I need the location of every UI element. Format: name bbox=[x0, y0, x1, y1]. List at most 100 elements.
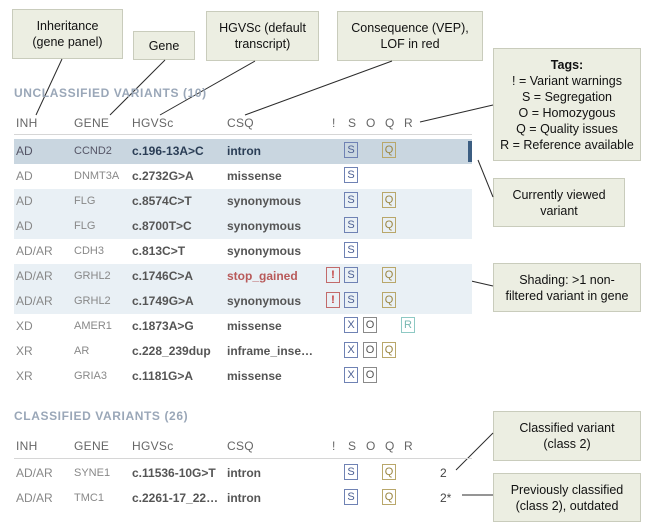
unclassified-section-title: UNCLASSIFIED VARIANTS (10) bbox=[14, 86, 207, 100]
col-header-hgvsc[interactable]: HGVSc bbox=[132, 439, 174, 453]
consequence-cell: intron bbox=[227, 144, 261, 158]
tag-s[interactable]: S bbox=[344, 167, 358, 183]
tag-q[interactable]: Q bbox=[382, 267, 396, 283]
col-header-reference[interactable]: R bbox=[404, 439, 413, 453]
tag-q[interactable]: Q bbox=[382, 217, 396, 233]
hgvsc-cell: c.813C>T bbox=[132, 244, 186, 258]
col-header-reference[interactable]: R bbox=[404, 116, 413, 130]
current-row-indicator bbox=[468, 141, 472, 162]
header-divider bbox=[14, 458, 472, 459]
gene-cell: GRHL2 bbox=[74, 270, 111, 282]
gene-cell: SYNE1 bbox=[74, 467, 111, 479]
hgvsc-cell: c.1746C>A bbox=[132, 269, 194, 283]
col-header-csq[interactable]: CSQ bbox=[227, 116, 254, 130]
tag-q[interactable]: Q bbox=[382, 292, 396, 308]
col-header-quality[interactable]: Q bbox=[385, 439, 395, 453]
header-divider bbox=[14, 134, 472, 135]
callout-consequence: Consequence (VEP),LOF in red bbox=[337, 11, 483, 61]
col-header-gene[interactable]: GENE bbox=[74, 439, 110, 453]
tag-x[interactable]: X bbox=[344, 342, 358, 358]
col-header-inh[interactable]: INH bbox=[16, 439, 38, 453]
inheritance-cell: AD/AR bbox=[16, 491, 53, 505]
consequence-cell: synonymous bbox=[227, 194, 302, 208]
tag-q[interactable]: Q bbox=[382, 192, 396, 208]
callout-outdated: Previously classified(class 2), outdated bbox=[493, 473, 641, 522]
tag-warning[interactable]: ! bbox=[326, 292, 340, 308]
inheritance-cell: AD bbox=[16, 169, 33, 183]
hgvsc-cell: c.196-13A>C bbox=[132, 144, 204, 158]
gene-cell: FLG bbox=[74, 220, 96, 232]
class-cell: 2* bbox=[440, 491, 452, 505]
col-header-csq[interactable]: CSQ bbox=[227, 439, 254, 453]
inheritance-cell: XD bbox=[16, 319, 33, 333]
col-header-homozygous[interactable]: O bbox=[366, 116, 376, 130]
tag-x[interactable]: X bbox=[344, 317, 358, 333]
inheritance-cell: XR bbox=[16, 369, 33, 383]
tag-o[interactable]: O bbox=[363, 342, 377, 358]
variant-row[interactable]: AD/AR TMC1 c.2261-17_22… intron S Q 2* bbox=[14, 486, 472, 511]
tag-s[interactable]: S bbox=[344, 142, 358, 158]
col-header-warnings[interactable]: ! bbox=[332, 439, 336, 453]
tag-x[interactable]: X bbox=[344, 367, 358, 383]
inheritance-cell: AD bbox=[16, 194, 33, 208]
gene-cell: AMER1 bbox=[74, 320, 112, 332]
inheritance-cell: AD/AR bbox=[16, 244, 53, 258]
consequence-cell: synonymous bbox=[227, 294, 302, 308]
tag-o[interactable]: O bbox=[363, 317, 377, 333]
tag-s[interactable]: S bbox=[344, 192, 358, 208]
inheritance-cell: AD/AR bbox=[16, 466, 53, 480]
hgvsc-cell: c.1181G>A bbox=[132, 369, 194, 383]
hgvsc-cell: c.1749G>A bbox=[132, 294, 194, 308]
tag-q[interactable]: Q bbox=[382, 342, 396, 358]
inheritance-cell: AD/AR bbox=[16, 294, 53, 308]
tag-s[interactable]: S bbox=[344, 489, 358, 505]
hgvsc-cell: c.2732G>A bbox=[132, 169, 194, 183]
gene-cell: TMC1 bbox=[74, 492, 104, 504]
class-cell: 2 bbox=[440, 466, 447, 480]
col-header-inh[interactable]: INH bbox=[16, 116, 38, 130]
tag-s[interactable]: S bbox=[344, 464, 358, 480]
tag-s[interactable]: S bbox=[344, 217, 358, 233]
tag-r[interactable]: R bbox=[401, 317, 415, 333]
consequence-cell: inframe_inse… bbox=[227, 344, 314, 358]
consequence-cell: synonymous bbox=[227, 244, 302, 258]
col-header-hgvsc[interactable]: HGVSc bbox=[132, 116, 174, 130]
callout-inheritance: Inheritance(gene panel) bbox=[12, 9, 123, 59]
tag-q[interactable]: Q bbox=[382, 464, 396, 480]
tag-s[interactable]: S bbox=[344, 242, 358, 258]
col-header-segregation[interactable]: S bbox=[348, 439, 357, 453]
col-header-warnings[interactable]: ! bbox=[332, 116, 336, 130]
tag-q[interactable]: Q bbox=[382, 489, 396, 505]
tag-s[interactable]: S bbox=[344, 292, 358, 308]
hgvsc-cell: c.11536-10G>T bbox=[132, 466, 216, 480]
consequence-cell: intron bbox=[227, 491, 261, 505]
callout-shading: Shading: >1 non-filtered variant in gene bbox=[493, 263, 641, 312]
hgvsc-cell: c.1873A>G bbox=[132, 319, 194, 333]
classified-section-title: CLASSIFIED VARIANTS (26) bbox=[14, 409, 189, 423]
hgvsc-cell: c.2261-17_22… bbox=[132, 491, 219, 505]
col-header-gene[interactable]: GENE bbox=[74, 116, 110, 130]
col-header-segregation[interactable]: S bbox=[348, 116, 357, 130]
callout-classified: Classified variant(class 2) bbox=[493, 411, 641, 461]
gene-cell: DNMT3A bbox=[74, 170, 120, 182]
tag-s[interactable]: S bbox=[344, 267, 358, 283]
tag-o[interactable]: O bbox=[363, 367, 377, 383]
gene-cell: FLG bbox=[74, 195, 96, 207]
col-header-quality[interactable]: Q bbox=[385, 116, 395, 130]
tag-warning[interactable]: ! bbox=[326, 267, 340, 283]
tag-q[interactable]: Q bbox=[382, 142, 396, 158]
col-header-homozygous[interactable]: O bbox=[366, 439, 376, 453]
